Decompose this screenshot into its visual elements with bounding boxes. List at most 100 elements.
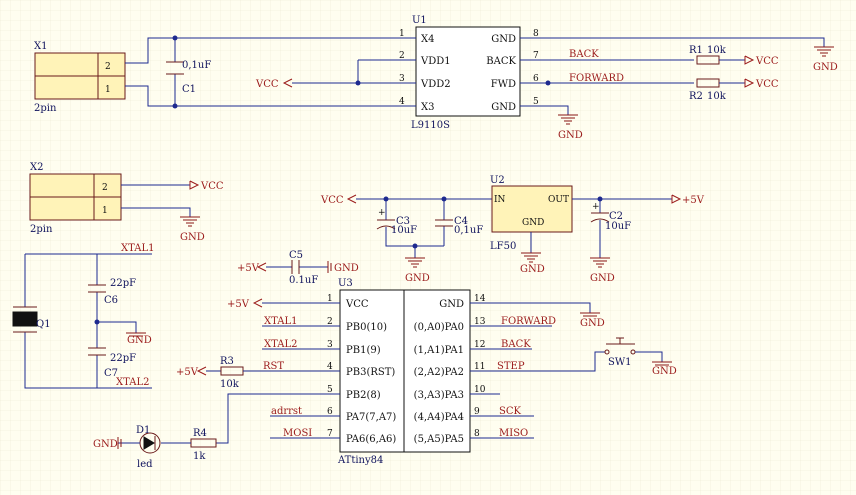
gnd-label-u2: GND: [520, 264, 545, 275]
u3-pin12-name: (1,A1)PA1: [414, 345, 464, 356]
r1-ref: R1: [689, 45, 703, 56]
u3-pin8-name: (5,A5)PA5: [414, 434, 464, 445]
c5-ref: C5: [289, 250, 303, 261]
c4-ref: C4: [454, 216, 468, 227]
net-label-back-u3: BACK: [501, 339, 531, 350]
vcc-label-r1: VCC: [755, 56, 779, 67]
u2-in-label: IN: [494, 195, 506, 205]
net-label-forward-u3: FORWARD: [501, 316, 556, 327]
r3-ref: R3: [220, 356, 234, 367]
ground-c3-c4: GND: [405, 257, 430, 284]
u3-pin13-name: (0,A0)PA0: [414, 322, 464, 333]
ground-led: GND: [93, 437, 122, 450]
gnd-label-u1-pin8: GND: [813, 62, 838, 73]
u3-pin13-number: 13: [474, 317, 486, 327]
c6-ref: C6: [104, 295, 118, 306]
gnd-label-sw1: GND: [652, 366, 677, 377]
u3-pin10-name: (3,A3)PA3: [414, 390, 464, 401]
u3-value: ATtiny84: [337, 455, 383, 466]
c6-value: 22pF: [110, 278, 136, 289]
chip-u1[interactable]: U1 L9110S 1 2 3 4 X4 VDD1 VDD2 X3 8 7 6 …: [399, 15, 548, 131]
d1-ref: D1: [136, 425, 150, 436]
u1-pin1-number: 1: [399, 29, 405, 39]
c7-ref: C7: [104, 368, 118, 379]
u2-out-label: OUT: [548, 195, 569, 205]
power-port-5v-r3: +5V: [176, 366, 207, 378]
led-d1[interactable]: D1 led: [136, 425, 161, 470]
u1-pin4-number: 4: [399, 97, 405, 107]
sw1-ref: SW1: [608, 357, 632, 368]
u1-pin6-name: FWD: [491, 79, 516, 90]
p5v-label-c5: +5V: [237, 263, 260, 274]
u3-pin4-name: PB3(RST): [346, 367, 395, 378]
u2-ref: U2: [490, 175, 505, 186]
capacitor-c3[interactable]: + C3 10uF: [376, 208, 417, 236]
connector-x1[interactable]: 2 1 X1 2pin: [34, 41, 126, 114]
p5v-label-r3: +5V: [176, 367, 199, 378]
power-port-vcc-u2: VCC: [320, 194, 357, 206]
x1-pin2-number: 2: [105, 62, 111, 72]
u3-pin8-number: 8: [474, 429, 480, 439]
x2-pin1-number: 1: [102, 206, 108, 216]
u3-pin7-name: PA6(6,A6): [346, 434, 396, 445]
u3-pin14-number: 14: [474, 294, 486, 304]
u3-pin11-name: (2,A2)PA2: [414, 367, 464, 378]
u1-pin8-name: GND: [491, 34, 516, 45]
u1-body: [415, 26, 521, 117]
capacitor-c7[interactable]: 22pF C7: [88, 347, 136, 379]
net-label-xtal1-crystal: XTAL1: [121, 243, 154, 254]
net-label-adrrst: adrrst: [271, 406, 302, 417]
vcc-label-u2: VCC: [320, 195, 344, 206]
svg-text:+: +: [378, 208, 386, 218]
r1-value: 10k: [707, 45, 727, 56]
ground-u2: GND: [520, 252, 545, 275]
net-label-xtal1-u3: XTAL1: [264, 316, 297, 327]
ground-c5: GND: [327, 261, 359, 274]
u1-pin4-name: X3: [421, 102, 434, 113]
u3-pin9-number: 9: [474, 407, 480, 417]
chip-u3[interactable]: U3 ATtiny84 1 2 3 4 5 6 7 VCC PB0(10) PB…: [320, 278, 490, 466]
u1-pin6-number: 6: [533, 74, 539, 84]
net-label-step: STEP: [497, 361, 525, 372]
ground-u3-pin14: GND: [580, 312, 605, 329]
vcc-label-r2: VCC: [755, 79, 779, 90]
gnd-label-c2: GND: [590, 273, 615, 284]
ground-u1-pin5: GND: [558, 114, 583, 141]
crystal-q1[interactable]: Q1: [12, 306, 51, 333]
u3-pin6-name: PA7(7,A7): [346, 412, 396, 423]
c1-value: 0,1uF: [182, 60, 211, 71]
ground-c2: GND: [590, 257, 615, 284]
x1-value: 2pin: [34, 103, 57, 114]
u3-body-right: [403, 289, 471, 453]
connector-x2[interactable]: 2 1 X2 2pin: [29, 162, 122, 235]
gnd-label-u3-pin14: GND: [580, 318, 605, 329]
gnd-label-c3-c4: GND: [405, 273, 430, 284]
capacitor-c5[interactable]: C5 0.1uF: [289, 250, 318, 286]
vcc-label-x2: VCC: [200, 181, 224, 192]
r4-value: 1k: [193, 451, 206, 462]
q1-ref: Q1: [36, 319, 51, 330]
x2-value: 2pin: [30, 224, 53, 235]
p5v-label-u2: +5V: [682, 195, 705, 206]
regulator-u2[interactable]: U2 IN OUT GND LF50: [490, 175, 573, 252]
capacitor-c6[interactable]: 22pF C6: [88, 278, 136, 306]
x2-ref: X2: [30, 162, 43, 173]
net-label-miso: MISO: [499, 428, 528, 439]
power-port-vcc-x2: VCC: [189, 180, 224, 192]
r2-value: 10k: [707, 91, 727, 102]
capacitor-c4[interactable]: C4 0,1uF: [435, 216, 483, 236]
capacitor-c2[interactable]: + C2 10uF: [590, 202, 631, 232]
gnd-label-x2: GND: [180, 232, 205, 243]
c2-value: 10uF: [605, 221, 631, 232]
u1-pin8-number: 8: [533, 29, 539, 39]
u3-pin2-number: 2: [327, 317, 333, 327]
u2-body: [491, 185, 573, 233]
d1-value: led: [137, 459, 153, 470]
u3-pin1-number: 1: [327, 294, 333, 304]
capacitor-c1[interactable]: 0,1uF C1: [166, 60, 211, 95]
u1-pin2-name: VDD1: [420, 56, 451, 67]
gnd-label-u1-pin5: GND: [558, 130, 583, 141]
x2-pin2-number: 2: [102, 183, 108, 193]
ground-sw1: GND: [652, 361, 677, 377]
